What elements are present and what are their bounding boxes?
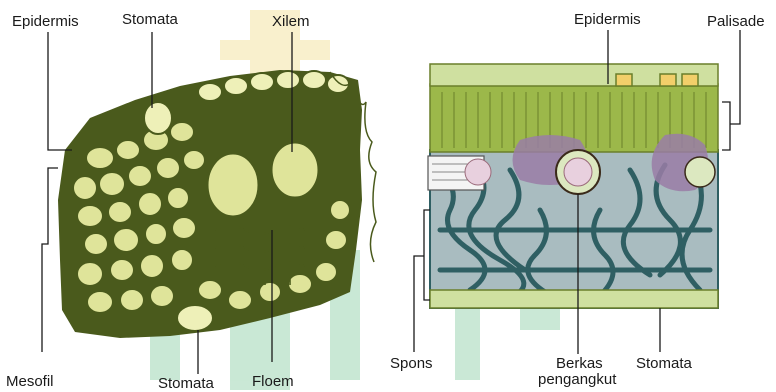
label-right-epidermis: Epidermis [574, 11, 641, 28]
label-right-stomata: Stomata [636, 355, 693, 372]
label-left-xilem: Xilem [272, 13, 310, 30]
label-left-stomata-bottom: Stomata [158, 375, 215, 392]
right-upper-epidermis [430, 64, 718, 86]
label-right-pengangkut: pengangkut [538, 371, 617, 388]
right-vascular-core [564, 158, 592, 186]
label-right-berkas: Berkas [556, 355, 603, 372]
right-vascular-bundle-small [685, 157, 715, 187]
left-stomata-bottom-cell [177, 305, 213, 331]
label-left-epidermis: Epidermis [12, 13, 79, 30]
left-stomata-top-cell [144, 102, 172, 134]
right-cut-vein [428, 156, 491, 190]
right-leaf-cross-section [428, 64, 718, 308]
label-right-spons: Spons [390, 355, 433, 372]
label-left-floem: Floem [252, 373, 294, 390]
label-left-stomata-top: Stomata [122, 11, 179, 28]
label-left-mesofil: Mesofil [6, 373, 54, 390]
left-leaf-cross-section [58, 70, 376, 338]
label-right-palisade: Palisade [707, 13, 765, 30]
right-lower-epidermis [430, 290, 718, 308]
